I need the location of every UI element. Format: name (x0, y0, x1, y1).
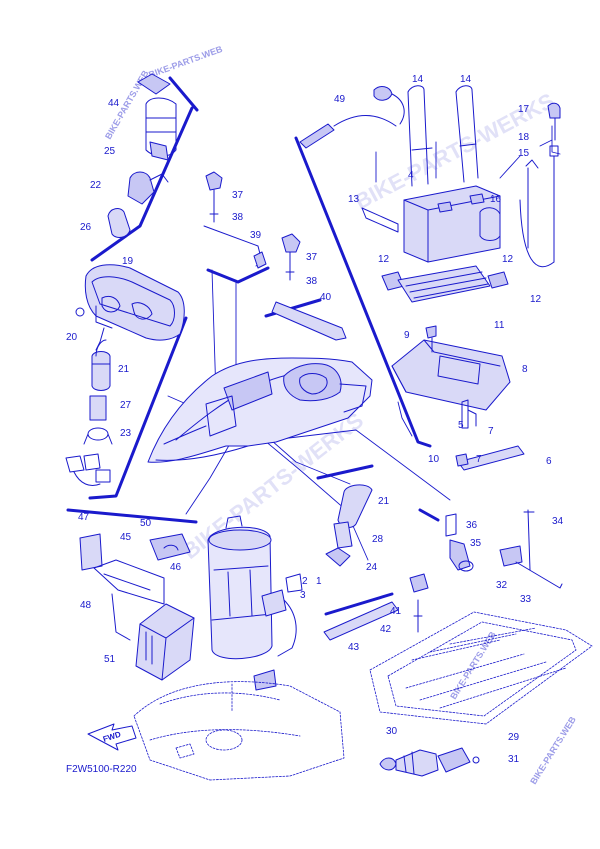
callout-label: 25 (104, 146, 116, 157)
callout-label: 35 (470, 538, 482, 549)
watermark-small-2: BIKE-PARTS.WEB (147, 44, 224, 80)
callout-label: 40 (320, 292, 332, 303)
meter-assembly (75, 264, 185, 351)
diagram-code: F2W5100-R220 (66, 764, 137, 775)
right-small-parts (323, 484, 563, 641)
callout-label: 43 (348, 642, 360, 653)
callout-label: 3 (300, 590, 306, 601)
callout-label: 27 (120, 400, 132, 411)
callout-label: 18 (518, 132, 530, 143)
callout-label: 7 (488, 426, 494, 437)
callout-label: 5 (458, 420, 464, 431)
sensor-assembly (379, 747, 480, 777)
callout-label: 12 (502, 254, 514, 265)
callout-label: 39 (250, 230, 262, 241)
forward-arrow (87, 723, 137, 751)
callout-label: 28 (372, 534, 384, 545)
callout-label: 47 (78, 512, 90, 523)
callout-label: 42 (380, 624, 392, 635)
left-parts (65, 73, 177, 486)
ecu-group (79, 533, 195, 681)
callout-label: 50 (140, 518, 152, 529)
callout-label: 48 (80, 600, 92, 611)
watercraft-hull (147, 357, 373, 463)
callout-label: 38 (232, 212, 244, 223)
callout-label: 7 (476, 454, 482, 465)
callout-label: 14 (412, 74, 424, 85)
callout-label: 19 (122, 256, 134, 267)
callout-labels: 1 2 3 4 5 6 7 7 8 9 10 11 12 12 12 13 14… (66, 74, 564, 765)
callout-label: 12 (378, 254, 390, 265)
callout-label: 15 (518, 148, 530, 159)
callout-label: 12 (530, 294, 542, 305)
callout-label: 22 (90, 180, 102, 191)
callout-label: 32 (496, 580, 508, 591)
callout-label: 9 (404, 330, 410, 341)
callout-label: 41 (390, 606, 402, 617)
floor-grid (369, 611, 593, 725)
callout-label: 29 (508, 732, 520, 743)
callout-label: 38 (306, 276, 318, 287)
fuel-pump (207, 515, 303, 691)
callout-label: 33 (520, 594, 532, 605)
callout-label: 10 (428, 454, 440, 465)
callout-label: 11 (494, 320, 505, 331)
callout-label: 4 (408, 170, 414, 181)
callout-label: 31 (508, 754, 520, 765)
watermark-small-4: BIKE-PARTS.WEB (528, 714, 578, 786)
callout-label: 51 (104, 654, 116, 665)
callout-label: 6 (546, 456, 552, 467)
callout-label: 34 (552, 516, 564, 527)
callout-label: 37 (232, 190, 244, 201)
callout-label: 46 (170, 562, 182, 573)
callout-label: 49 (334, 94, 346, 105)
callout-label: 36 (466, 520, 478, 531)
callout-label: 21 (378, 496, 390, 507)
callout-label: 13 (348, 194, 360, 205)
hull-interior (133, 681, 345, 781)
callout-label: 21 (118, 364, 130, 375)
callout-label: 45 (120, 532, 132, 543)
top-middle-parts (203, 171, 347, 341)
callout-label: 17 (518, 104, 530, 115)
callout-label: 1 (316, 576, 322, 587)
callout-label: 14 (460, 74, 472, 85)
callout-label: 8 (522, 364, 528, 375)
callout-label: 2 (302, 576, 308, 587)
callout-label: 44 (108, 98, 120, 109)
callout-label: 24 (366, 562, 378, 573)
callout-label: 16 (490, 194, 502, 205)
callout-label: 30 (386, 726, 398, 737)
callout-label: 26 (80, 222, 92, 233)
group-brackets (66, 76, 440, 616)
watermark-small-3: BIKE-PARTS.WEB (448, 629, 498, 701)
callout-label: 23 (120, 428, 132, 439)
battery-group (299, 85, 561, 471)
callout-label: 20 (66, 332, 78, 343)
callout-label: 37 (306, 252, 318, 263)
